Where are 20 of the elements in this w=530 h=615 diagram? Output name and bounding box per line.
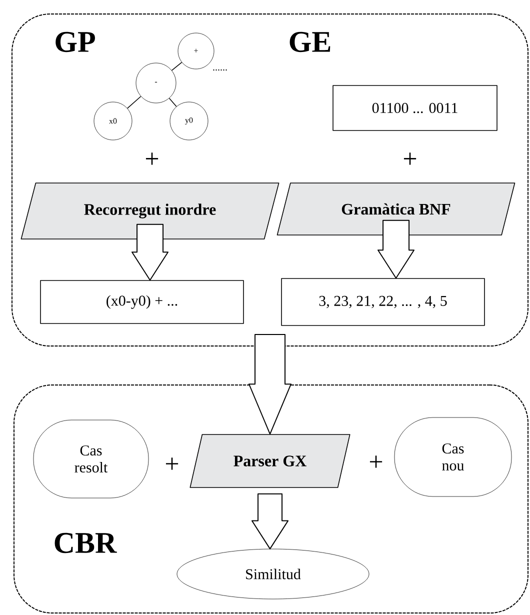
plus-sign: + [166, 458, 178, 470]
case-terminal: Cas nou [394, 417, 512, 497]
plus-sign: + [370, 456, 382, 468]
data-box: 01100 ... 0011 [332, 85, 498, 131]
block-arrow [248, 334, 292, 435]
process-parallelogram: Recorregut inordre [20, 182, 280, 240]
tree-link [171, 62, 182, 71]
plus-sign: + [146, 152, 158, 165]
plus-sign: + [404, 152, 416, 165]
ellipsis-mark: ...... [213, 69, 227, 71]
tree-link [126, 96, 142, 109]
case-terminal: Cas resolt [33, 420, 149, 498]
process-parallelogram: Parser GX [190, 434, 350, 488]
block-arrow [378, 220, 415, 279]
block-arrow [132, 224, 169, 281]
tree-link [168, 98, 177, 107]
data-box: 3, 23, 21, 22, ... , 4, 5 [281, 278, 485, 326]
block-arrow [252, 493, 288, 550]
data-box: (x0-y0) + ... [40, 280, 244, 324]
process-parallelogram: Gramàtica BNF [276, 182, 516, 236]
